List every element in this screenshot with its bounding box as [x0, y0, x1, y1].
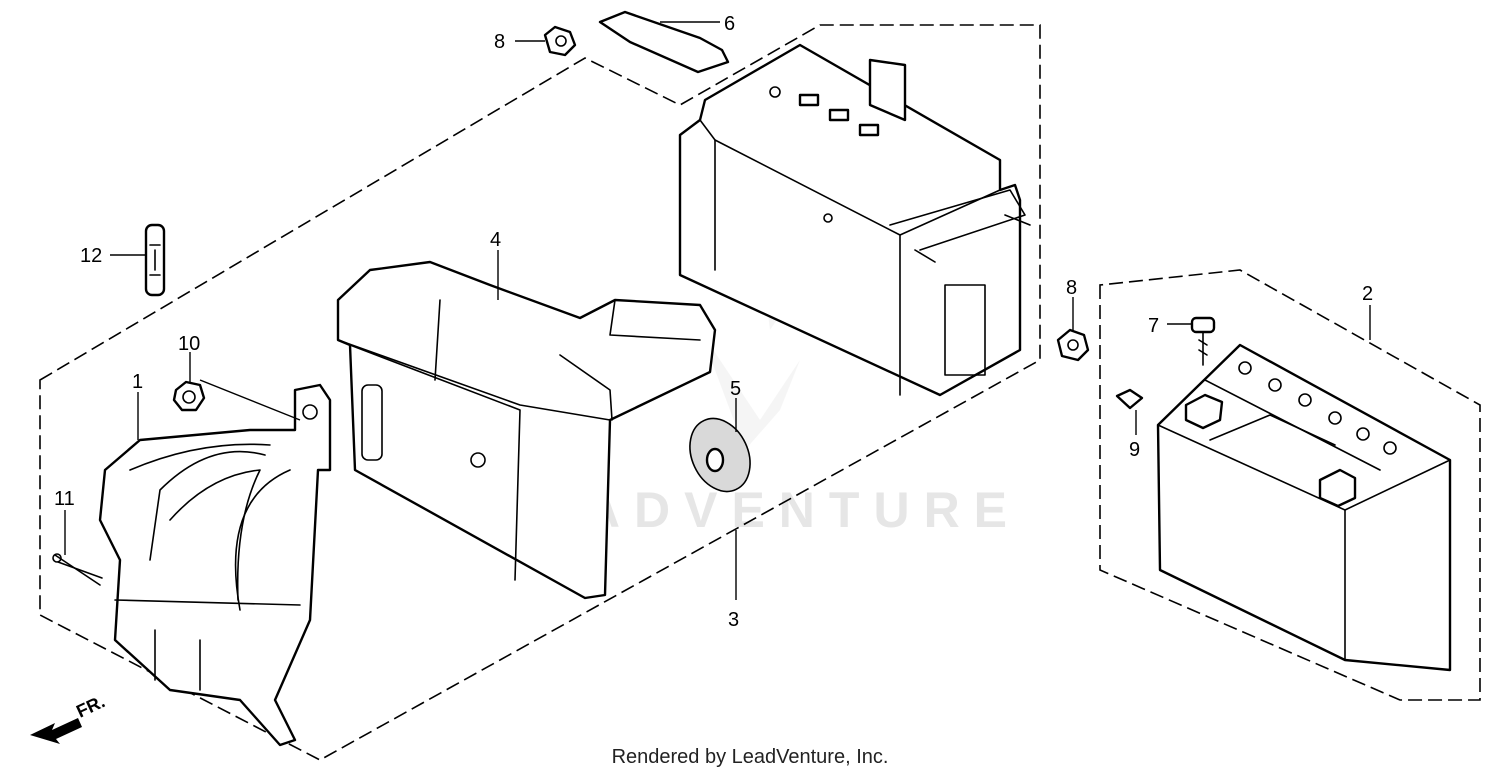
label-part — [598, 10, 730, 74]
callout-11: 11 — [54, 488, 75, 510]
callout-12: 12 — [80, 245, 102, 267]
bolt-part-8-top — [543, 25, 577, 57]
pin-part — [52, 553, 103, 586]
battery-boundary — [1099, 269, 1481, 701]
callout-6: 6 — [724, 13, 735, 35]
washer-part — [689, 417, 751, 493]
assembly-boundary — [39, 24, 1041, 761]
callout-3: 3 — [728, 609, 739, 631]
callout-7: 7 — [1148, 315, 1159, 337]
bolt-part-8-right — [1056, 328, 1090, 362]
front-direction-arrow: FR. — [30, 691, 108, 744]
bracket-part — [98, 383, 332, 747]
nut-plate-part — [1115, 388, 1144, 410]
nut-part-10 — [172, 380, 206, 412]
callout-10: 10 — [178, 333, 200, 355]
battery-cover-part — [336, 260, 717, 600]
callout-2: 2 — [1362, 283, 1373, 305]
callout-8-top: 8 — [494, 31, 505, 53]
callout-1: 1 — [132, 371, 143, 393]
callout-9: 9 — [1129, 439, 1140, 461]
callout-8-right: 8 — [1066, 277, 1077, 299]
footer-credit: Rendered by LeadVenture, Inc. — [611, 746, 889, 768]
battery-part — [1156, 343, 1452, 672]
callout-4: 4 — [490, 229, 501, 251]
battery-case-part — [678, 43, 1031, 397]
screw-part — [1190, 316, 1216, 366]
direction-label: FR. — [73, 691, 108, 721]
fuse-part — [144, 223, 166, 297]
callout-5: 5 — [730, 378, 741, 400]
